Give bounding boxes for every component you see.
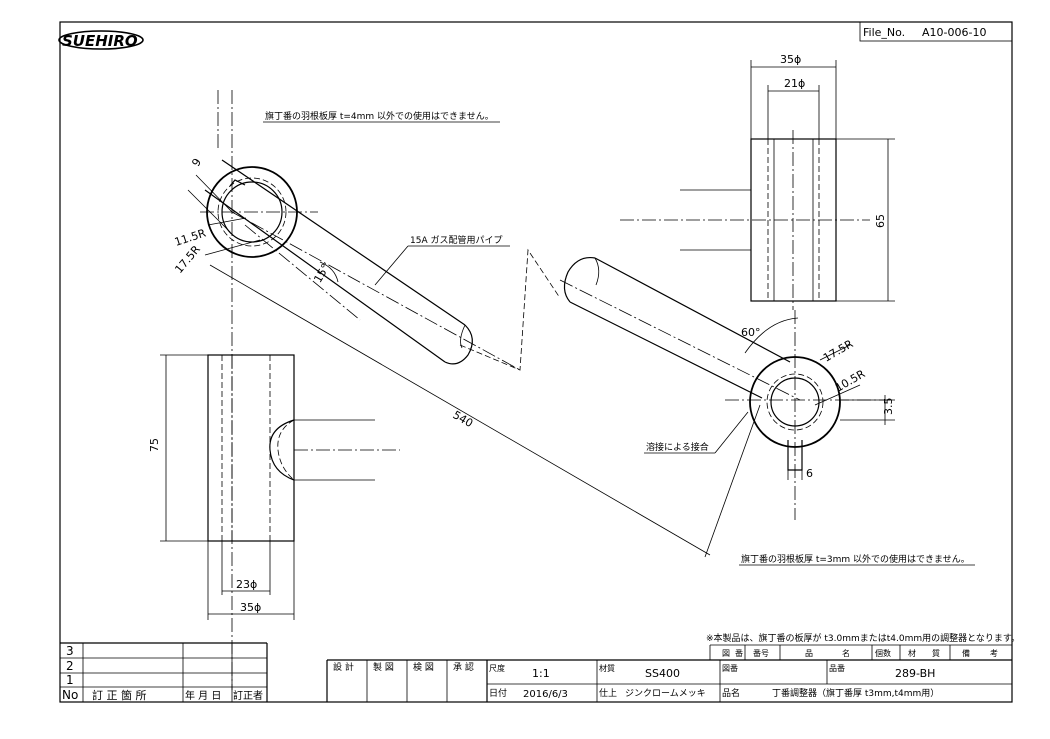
break-line bbox=[459, 248, 561, 371]
bottom-section-view bbox=[160, 354, 400, 620]
sheet-border bbox=[59, 21, 1013, 703]
file-no-label: File_No. bbox=[863, 26, 905, 39]
material-value: SS400 bbox=[645, 667, 680, 680]
scale-value: 1:1 bbox=[532, 667, 550, 680]
rev-head-date: 年 月 日 bbox=[185, 689, 221, 702]
right-gap-dim: 3.5 bbox=[882, 398, 895, 416]
right-slot-dim: 6 bbox=[806, 467, 813, 480]
date-label: 日付 bbox=[489, 688, 507, 699]
parts-head-10: 考 bbox=[990, 649, 998, 658]
approval-draw: 製 図 bbox=[373, 661, 394, 673]
name-value: 丁番調整器（旗丁番厚 t3mm,t4mm用） bbox=[772, 687, 939, 699]
right-ring-view bbox=[725, 310, 895, 520]
revision-table bbox=[60, 642, 268, 702]
bot-h-dim: 75 bbox=[148, 438, 161, 452]
top-h-dim: 65 bbox=[874, 214, 887, 228]
top-section-view bbox=[620, 60, 895, 310]
suehiro-logo: SUEHIRO bbox=[58, 30, 144, 50]
parts-head-3: 番号 bbox=[753, 648, 769, 658]
file-no-box bbox=[859, 21, 1013, 42]
length-dim: 540 bbox=[451, 408, 476, 430]
bot-od-dim: 35ϕ bbox=[240, 601, 261, 614]
left-ring-view bbox=[187, 90, 361, 690]
rev-head-desc: 訂 正 箇 所 bbox=[92, 688, 147, 702]
item-no-value: 289-BH bbox=[895, 667, 935, 680]
title-block bbox=[326, 644, 1012, 702]
left-gap-dim: 9 bbox=[189, 156, 204, 169]
scale-label: 尺度 bbox=[489, 663, 505, 673]
parts-head-9: 備 bbox=[962, 648, 970, 658]
top-id-dim: 21ϕ bbox=[784, 77, 805, 90]
note-bottom: 旗丁番の羽根板厚 t=3mm 以外での使用はできません。 bbox=[741, 553, 970, 565]
date-value: 2016/6/3 bbox=[523, 689, 568, 700]
rev-row-1: 1 bbox=[66, 673, 74, 687]
material-label: 材質 bbox=[599, 663, 615, 673]
right-r2-dim: 10.5R bbox=[833, 367, 868, 395]
pipe-left-segment bbox=[204, 159, 521, 371]
top-od-dim: 35ϕ bbox=[780, 53, 801, 66]
parts-head-6: 個数 bbox=[875, 648, 891, 658]
parts-head-4: 品 bbox=[805, 649, 813, 658]
parts-head-1: 図 bbox=[722, 649, 730, 658]
product-note: ※本製品は、旗丁番の板厚が t3.0mmまたはt4.0mm用の調整器となります。 bbox=[706, 632, 1020, 644]
finish-value: ジンクロームメッキ bbox=[625, 688, 706, 699]
parts-head-7: 材 bbox=[908, 648, 916, 658]
approval-check: 検 図 bbox=[413, 661, 434, 673]
right-r1-dim: 17.5R bbox=[821, 337, 856, 365]
drawing-no-label: 図番 bbox=[722, 663, 738, 673]
rev-head-no: No bbox=[62, 688, 78, 702]
right-angle-dim: 60° bbox=[741, 326, 761, 339]
note-top: 旗丁番の羽根板厚 t=4mm 以外での使用はできません。 bbox=[265, 110, 494, 122]
item-no-label: 品番 bbox=[829, 663, 845, 673]
logo-text: SUEHIRO bbox=[62, 32, 138, 50]
length-dim-line bbox=[209, 264, 711, 556]
weld-label: 溶接による接合 bbox=[646, 441, 709, 453]
parts-head-8: 質 bbox=[932, 648, 940, 658]
file-no-value: A10-006-10 bbox=[922, 26, 986, 39]
bot-id-dim: 23ϕ bbox=[236, 578, 257, 591]
approval-approve: 承 認 bbox=[453, 661, 474, 673]
name-label: 品名 bbox=[722, 687, 740, 699]
pipe-label: 15A ガス配管用パイプ bbox=[410, 234, 502, 246]
approval-design: 設 計 bbox=[333, 661, 354, 673]
rev-row-3: 3 bbox=[66, 644, 74, 658]
pipe-right-segment bbox=[559, 256, 801, 401]
finish-label: 仕上 bbox=[599, 687, 617, 699]
parts-head-2: 番 bbox=[735, 648, 743, 658]
parts-head-5: 名 bbox=[842, 648, 850, 658]
rev-head-by: 訂正者 bbox=[233, 689, 263, 702]
rev-row-2: 2 bbox=[66, 659, 74, 673]
